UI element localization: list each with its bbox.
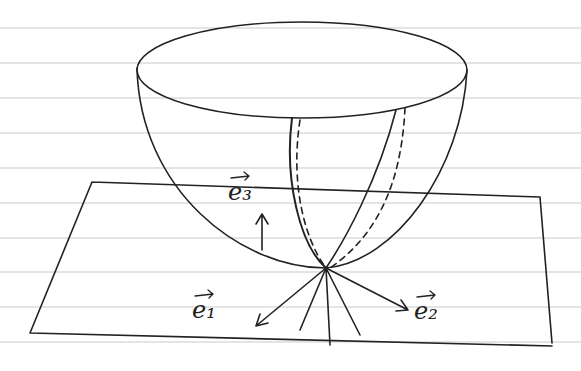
overarrow <box>417 291 435 299</box>
meridian-curve <box>326 110 396 268</box>
vector-label: e₂ <box>414 299 438 323</box>
ruled-lines <box>0 28 581 342</box>
vector-e2 <box>326 268 408 311</box>
vector-label: e₃ <box>228 180 252 204</box>
meridian-curve <box>290 118 326 268</box>
vector-e3 <box>256 214 268 250</box>
dashed-curve <box>297 120 326 268</box>
vector-label: e₁ <box>192 298 216 322</box>
vector-e1 <box>256 268 326 326</box>
dashed-curve <box>330 108 405 268</box>
overarrow <box>231 172 249 180</box>
bowl-right-side <box>326 70 467 268</box>
bowl-rim <box>137 22 467 118</box>
tangent-lines <box>300 268 360 345</box>
overarrow <box>195 290 213 298</box>
bowl-left-side <box>137 68 326 268</box>
